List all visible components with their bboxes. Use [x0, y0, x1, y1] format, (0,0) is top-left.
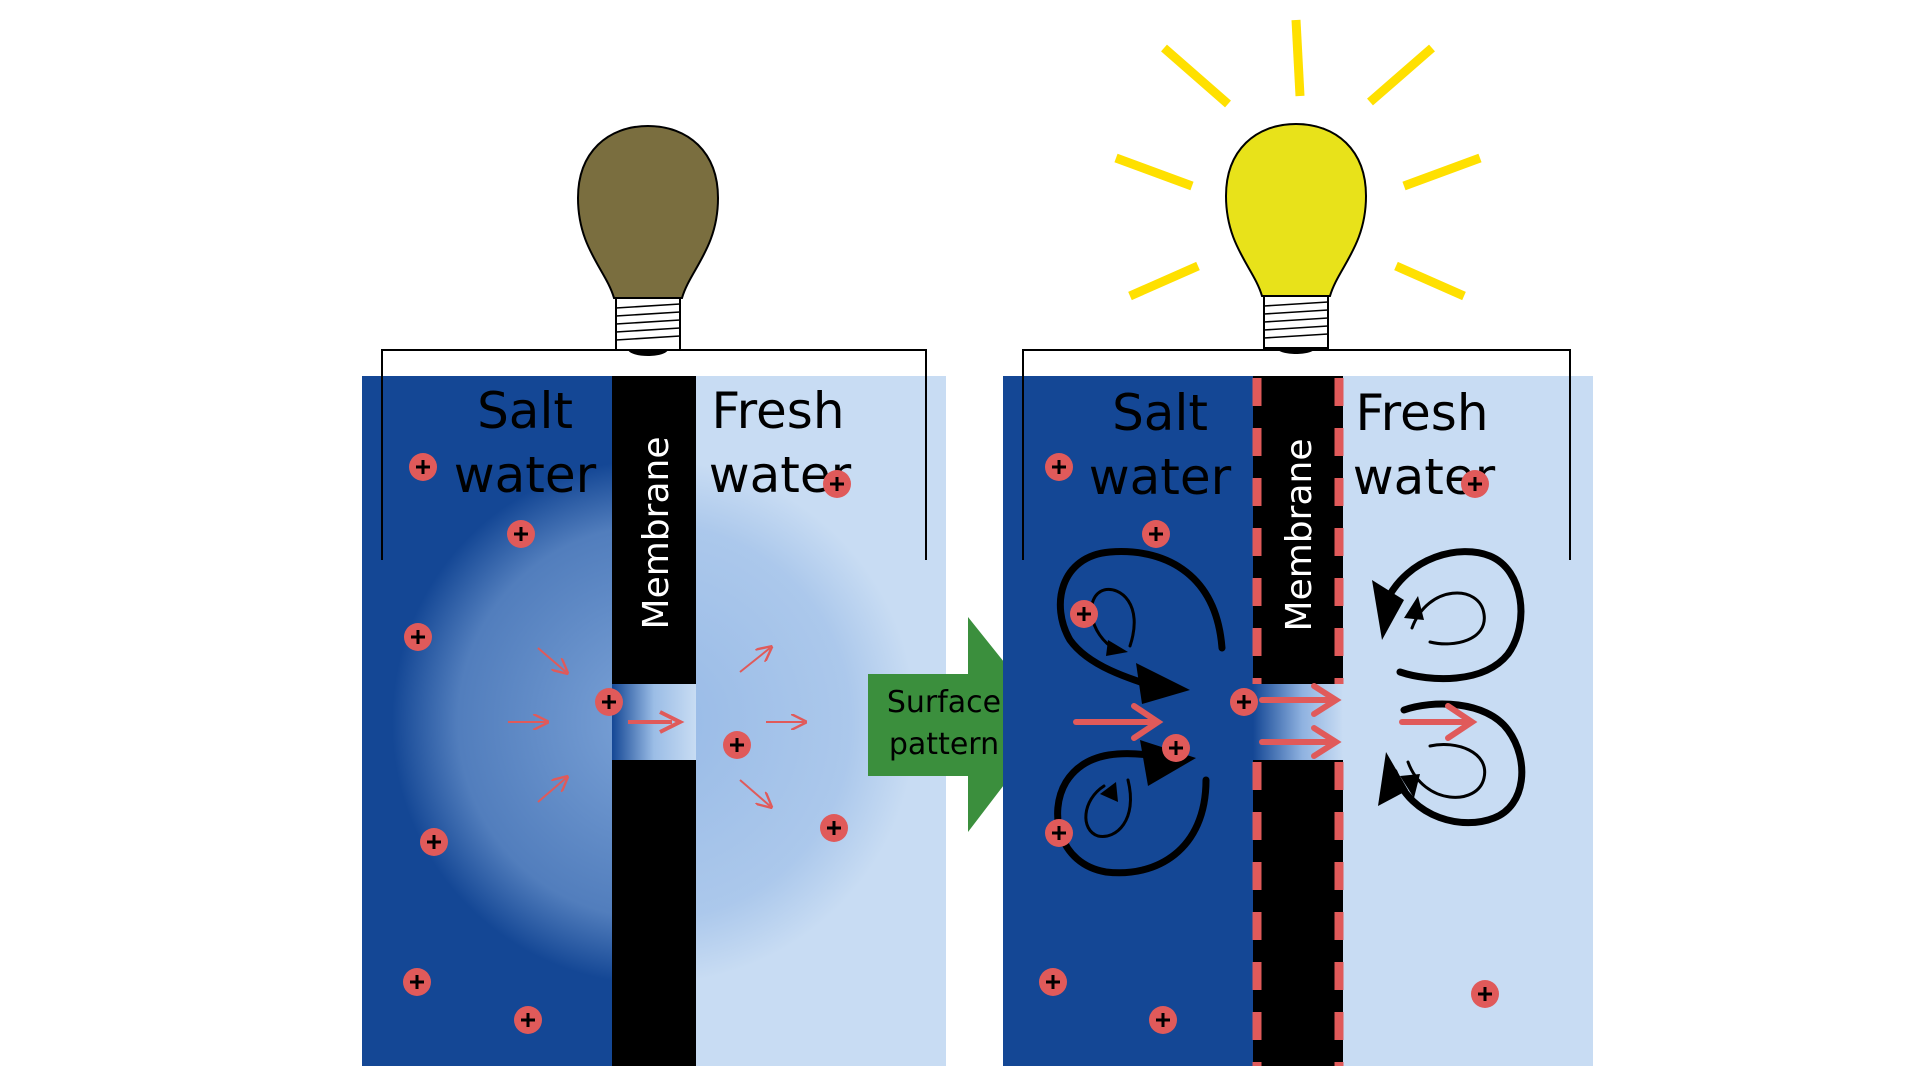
- process-arrow-label-line1: Surface: [887, 685, 1001, 720]
- right-surface-pattern-dashes: [1252, 378, 1344, 1066]
- ion: [409, 453, 437, 481]
- light-rays: [1114, 19, 1482, 301]
- ion: [1461, 470, 1489, 498]
- ion: [403, 968, 431, 996]
- ion: [1162, 734, 1190, 762]
- left-light-bulb-off-icon: [576, 124, 720, 356]
- ion: [1149, 1006, 1177, 1034]
- right-salt-label-line1: Salt: [1112, 384, 1208, 442]
- right-panel: Salt water Fresh water Membrane: [1003, 19, 1593, 1066]
- left-channel-flow-arrow: [628, 710, 685, 734]
- left-membrane-top: [612, 376, 696, 684]
- right-membrane-label: Membrane: [1279, 439, 1320, 632]
- right-salt-vortices: [1054, 548, 1226, 877]
- ion: [820, 814, 848, 842]
- ion: [420, 828, 448, 856]
- ion: [1471, 980, 1499, 1008]
- right-light-bulb-on-icon: [1114, 19, 1482, 354]
- ion: [1230, 688, 1258, 716]
- left-ions: [403, 453, 851, 1034]
- left-membrane-label: Membrane: [636, 437, 677, 630]
- ion: [514, 1006, 542, 1034]
- right-fresh-label-line1: Fresh: [1355, 384, 1488, 442]
- ion: [1039, 968, 1067, 996]
- right-salt-label-line2: water: [1089, 448, 1232, 506]
- process-arrow-label-line2: pattern: [889, 727, 999, 762]
- right-membrane-bottom: [1253, 760, 1343, 1066]
- ion: [1045, 453, 1073, 481]
- ion: [1070, 600, 1098, 628]
- ion: [723, 731, 751, 759]
- ion: [404, 623, 432, 651]
- right-membrane-top: [1253, 376, 1343, 684]
- ion: [1142, 520, 1170, 548]
- ion: [507, 520, 535, 548]
- left-fresh-label-line1: Fresh: [711, 382, 844, 440]
- left-membrane-bottom: [612, 760, 696, 1066]
- ion: [1045, 819, 1073, 847]
- right-ions: [1039, 453, 1499, 1034]
- left-salt-label-line2: water: [454, 446, 597, 504]
- ion: [823, 470, 851, 498]
- left-diffusion-arrows: [508, 648, 804, 806]
- left-salt-label-line1: Salt: [477, 382, 573, 440]
- ion: [595, 688, 623, 716]
- left-panel: Salt water Fresh water Membrane: [362, 124, 946, 1066]
- right-ion-flow-arrows: [1073, 683, 1478, 759]
- right-fresh-vortices: [1372, 548, 1526, 827]
